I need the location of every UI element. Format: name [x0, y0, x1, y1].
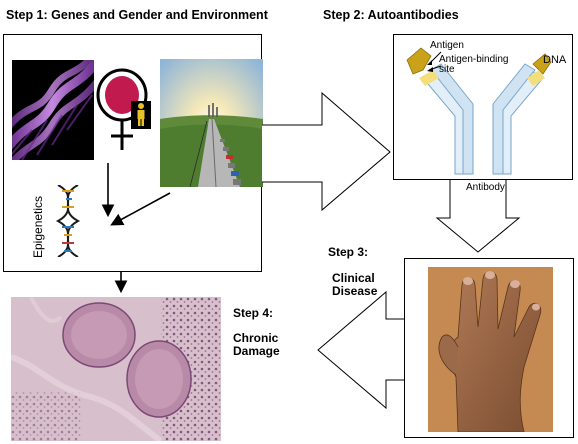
antibody-label: Antibody — [466, 182, 505, 193]
step1-title: Step 1: Genes and Gender and Environment — [6, 8, 268, 22]
antigen-shape — [406, 47, 432, 75]
antigen-binding-line1: Antigen-binding — [439, 54, 509, 65]
antigen-label: Antigen — [430, 40, 464, 51]
landscape-icon — [160, 59, 263, 187]
step3-title: Step 3: — [328, 245, 369, 259]
antibody-diagram — [406, 47, 552, 175]
step3-subtitle-line2: Disease — [332, 284, 378, 298]
step2-title: Step 2: Autoantibodies — [323, 8, 459, 22]
dna-helix-image — [12, 60, 94, 160]
arrow-step2-to-step3 — [435, 180, 521, 253]
antigen-binding-line2: site — [439, 64, 455, 75]
arrow-step1-to-step2 — [262, 91, 391, 212]
dna-antigen-shape — [532, 53, 552, 75]
hand-icon — [438, 271, 542, 432]
epigenetics-dna-icon — [55, 185, 81, 257]
step4-subtitle-line1: Chronic — [233, 331, 279, 345]
female-symbol-icon — [96, 68, 151, 150]
antigen-binding-site-label: Antigen-binding site — [439, 55, 509, 75]
step4-subtitle-line2: Damage — [233, 344, 280, 358]
histology-icon — [11, 297, 221, 441]
tissue-histology-image — [11, 297, 221, 441]
step4-title: Step 4: — [233, 306, 274, 320]
arrow-step3-to-step4 — [317, 290, 404, 410]
dna-label: DNA — [543, 54, 567, 66]
hand-photo — [428, 267, 553, 432]
environment-landscape-image — [160, 59, 263, 187]
step3-subtitle-line1: Clinical — [332, 271, 375, 285]
helix-icon — [12, 60, 94, 160]
